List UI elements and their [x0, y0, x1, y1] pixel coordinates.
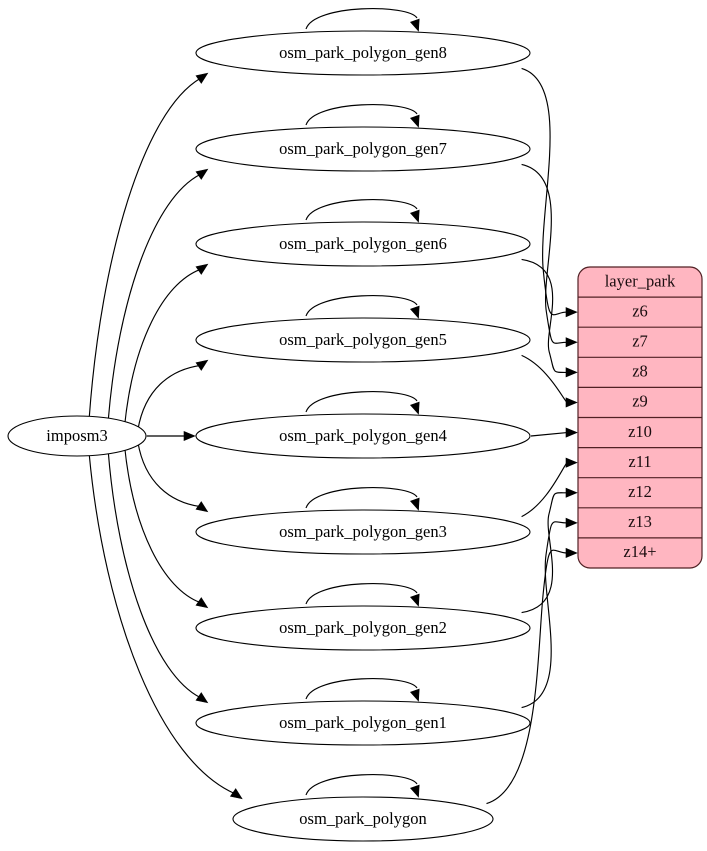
node-label-gen4: osm_park_polygon_gen4: [279, 426, 447, 445]
node-base[interactable]: osm_park_polygon: [232, 796, 494, 842]
node-label-gen1: osm_park_polygon_gen1: [279, 713, 447, 732]
edge-arrow-imposm3-to-gen6: [195, 263, 209, 275]
edge-imposm3-to-gen1: [107, 452, 201, 699]
edge-arrow-gen8-to-z6: [565, 307, 578, 318]
layer-park-row-z9[interactable]: z9: [632, 392, 648, 411]
node-ellipse-gen7[interactable]: [195, 126, 531, 172]
node-gen3[interactable]: osm_park_polygon_gen3: [195, 509, 531, 555]
edge-arrow-imposm3-to-gen2: [195, 597, 209, 609]
edge-arrow-imposm3-to-gen4: [183, 430, 196, 442]
edge-arrow-imposm3-to-base: [229, 788, 243, 800]
layer-park-row-z7[interactable]: z7: [632, 332, 648, 351]
node-ellipse-gen4[interactable]: [195, 413, 531, 459]
self-loop-gen1: [305, 678, 418, 700]
edge-base-to-z14+: [486, 549, 568, 805]
node-label-imposm3: imposm3: [46, 426, 107, 445]
edge-imposm3-to-gen5: [137, 364, 201, 430]
layer-park-header-label[interactable]: layer_park: [605, 271, 676, 290]
layer-park-row-z14+[interactable]: z14+: [623, 542, 656, 561]
node-gen8[interactable]: osm_park_polygon_gen8: [195, 30, 531, 76]
edge-gen4-to-z10: [530, 432, 568, 437]
self-loop-arrow-base: [409, 784, 420, 798]
edge-imposm3-to-gen2: [124, 447, 201, 604]
self-loop-arrow-gen2: [409, 593, 420, 607]
node-gen2[interactable]: osm_park_polygon_gen2: [195, 605, 531, 651]
edge-gen1-to-z13: [521, 521, 568, 709]
node-ellipse-gen3[interactable]: [195, 509, 531, 555]
layer-park-row-z13[interactable]: z13: [628, 512, 652, 531]
layer-park-row-z10[interactable]: z10: [628, 422, 652, 441]
edge-gen3-to-z11: [521, 462, 568, 518]
edge-imposm3-to-gen7: [107, 173, 201, 420]
node-label-gen7: osm_park_polygon_gen7: [279, 139, 447, 158]
node-ellipse-gen6[interactable]: [195, 221, 531, 267]
node-ellipse-gen1[interactable]: [195, 700, 531, 746]
node-imposm3[interactable]: imposm3: [7, 415, 147, 457]
node-label-gen8: osm_park_polygon_gen8: [279, 43, 447, 62]
self-loop-gen2: [305, 583, 418, 605]
node-label-gen5: osm_park_polygon_gen5: [279, 330, 447, 349]
edge-arrow-gen6-to-z8: [565, 367, 578, 378]
layer-park-row-z11[interactable]: z11: [628, 452, 651, 471]
node-ellipse-base[interactable]: [232, 796, 494, 842]
self-loop-gen3: [305, 487, 418, 509]
edge-imposm3-to-base: [88, 455, 235, 795]
edge-arrow-imposm3-to-gen1: [195, 692, 209, 704]
edge-imposm3-to-gen8: [88, 77, 201, 417]
self-loop-arrow-gen1: [409, 688, 420, 702]
layer-park-row-z12[interactable]: z12: [628, 482, 652, 501]
self-loop-arrow-gen8: [409, 18, 420, 32]
edge-imposm3-to-gen6: [124, 268, 201, 425]
self-loop-arrow-gen3: [409, 497, 420, 511]
self-loop-arrow-gen4: [409, 401, 420, 415]
self-loop-gen7: [305, 104, 418, 126]
layer-park-row-z6[interactable]: z6: [632, 301, 648, 320]
node-label-gen6: osm_park_polygon_gen6: [279, 234, 447, 253]
edge-arrow-imposm3-to-gen5: [195, 359, 209, 371]
edge-arrow-gen1-to-z13: [565, 517, 578, 528]
edge-gen5-to-z9: [521, 354, 568, 403]
node-ellipse-gen5[interactable]: [195, 317, 531, 363]
edge-arrow-gen3-to-z11: [565, 457, 578, 468]
edge-arrow-base-to-z14+: [565, 547, 578, 559]
layer-park-table[interactable]: layer_park z6 z7 z8 z9 z10 z11 z12 z13 z14+: [577, 266, 703, 569]
edge-arrow-gen4-to-z10: [565, 427, 578, 438]
self-loop-gen4: [305, 391, 418, 413]
self-loop-arrow-gen7: [409, 114, 420, 128]
edge-arrow-gen2-to-z12: [565, 487, 578, 498]
node-ellipse-gen2[interactable]: [195, 605, 531, 651]
node-ellipse-imposm3[interactable]: [7, 415, 147, 457]
node-label-gen2: osm_park_polygon_gen2: [279, 618, 447, 637]
edge-imposm3-to-gen3: [137, 442, 201, 508]
node-ellipse-gen8[interactable]: [195, 30, 531, 76]
self-loop-arrow-gen6: [409, 209, 420, 223]
edge-gen7-to-z7: [521, 163, 568, 344]
self-loops-layer: [305, 8, 420, 798]
self-loop-gen6: [305, 199, 418, 221]
edge-arrow-gen5-to-z9: [565, 397, 578, 408]
node-gen7[interactable]: osm_park_polygon_gen7: [195, 126, 531, 172]
self-loop-arrow-gen5: [409, 305, 420, 319]
self-loop-gen8: [305, 8, 418, 30]
node-gen1[interactable]: osm_park_polygon_gen1: [195, 700, 531, 746]
edge-gen6-to-z8: [521, 258, 568, 373]
self-loop-gen5: [305, 295, 418, 317]
edge-arrow-imposm3-to-gen8: [195, 72, 209, 84]
self-loop-base: [305, 774, 418, 796]
edges-layer: [88, 67, 578, 805]
edge-gen2-to-z12: [521, 492, 568, 614]
nodes-layer: imposm3 osm_park_polygon_gen8 osm_park_pol…: [7, 30, 531, 842]
edge-arrow-imposm3-to-gen3: [195, 501, 209, 513]
node-label-base: osm_park_polygon: [299, 809, 426, 828]
node-gen4[interactable]: osm_park_polygon_gen4: [195, 413, 531, 459]
layer-park-row-z8[interactable]: z8: [632, 362, 648, 381]
node-gen6[interactable]: osm_park_polygon_gen6: [195, 221, 531, 267]
edge-gen8-to-z6: [521, 67, 568, 316]
node-gen5[interactable]: osm_park_polygon_gen5: [195, 317, 531, 363]
edge-arrow-gen7-to-z7: [565, 337, 578, 348]
edge-arrow-imposm3-to-gen7: [195, 168, 209, 180]
node-label-gen3: osm_park_polygon_gen3: [279, 522, 447, 541]
